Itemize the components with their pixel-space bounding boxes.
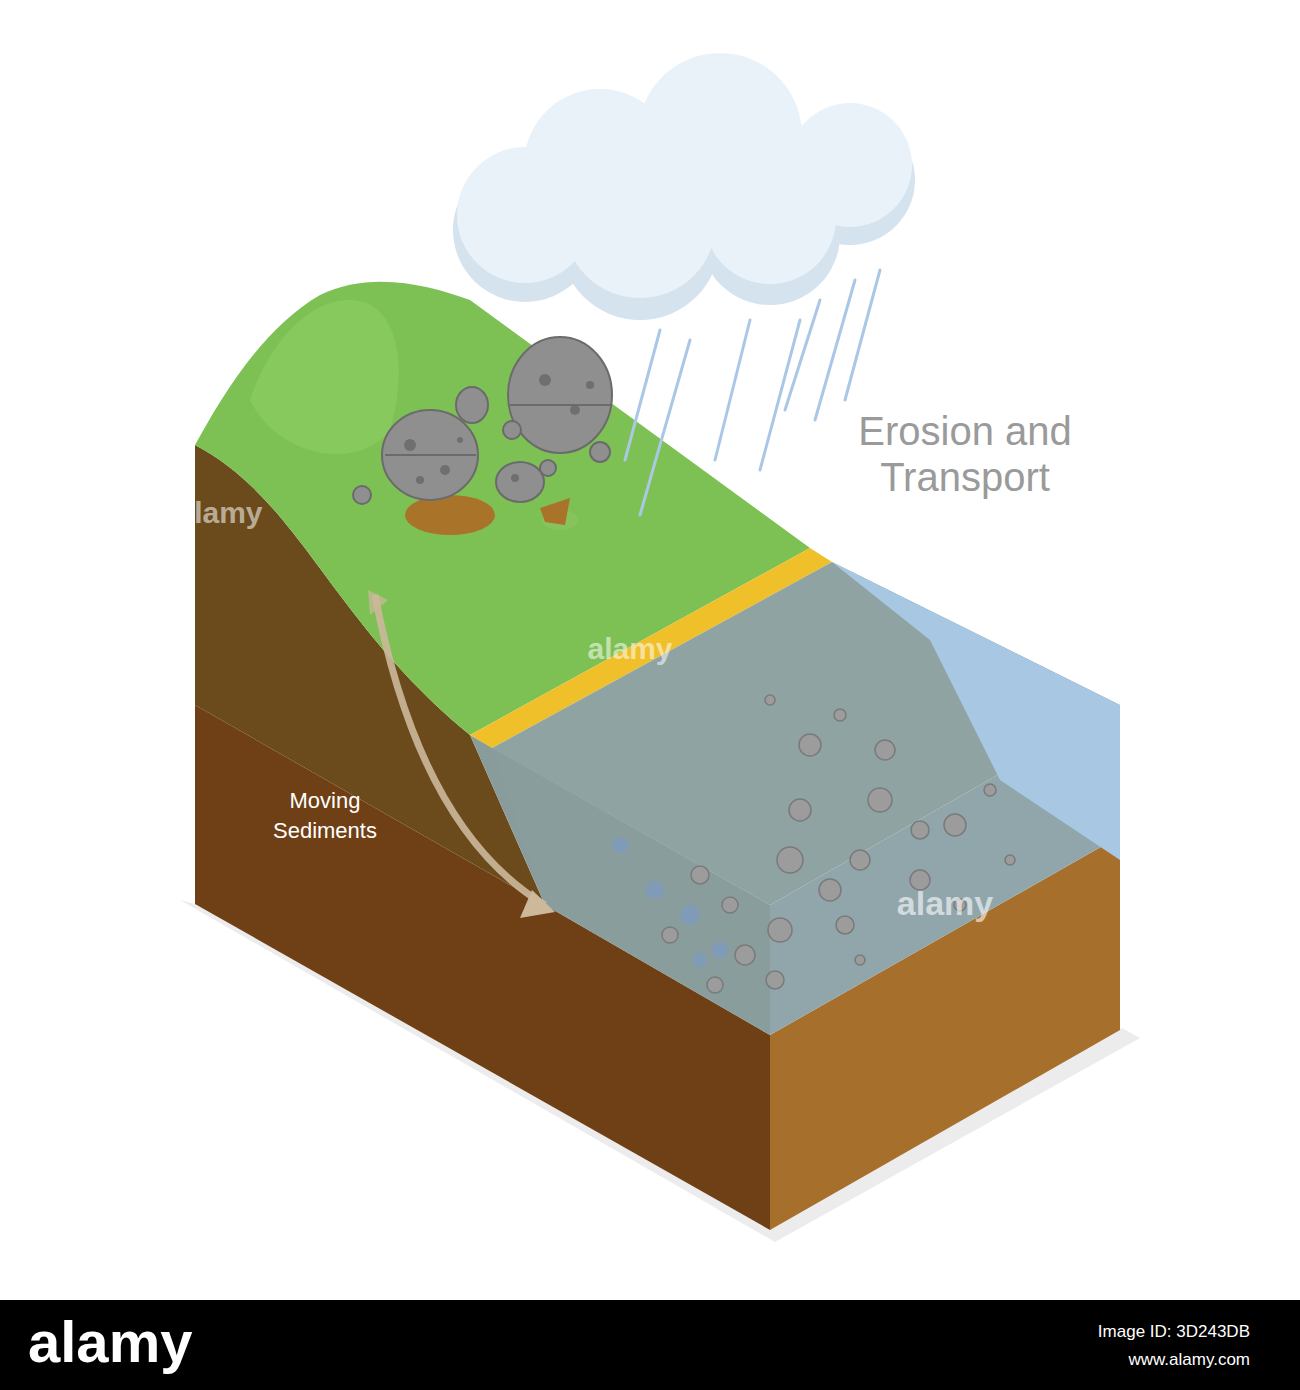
submerged-rocks xyxy=(612,837,728,967)
footer-bar xyxy=(0,1300,1300,1390)
watermark: alamy xyxy=(570,632,690,665)
arrow-label: Moving Sediments xyxy=(235,786,415,845)
boulder-seam xyxy=(385,454,476,456)
right-soil-face xyxy=(770,836,1120,1230)
footer-logo: alamy xyxy=(28,1310,268,1374)
arrow-tail xyxy=(368,590,388,615)
rain-cloud xyxy=(453,53,915,320)
hill-highlight xyxy=(250,300,399,454)
arrow-head xyxy=(520,890,555,918)
bare-soil-patch xyxy=(405,495,495,535)
watermark: alamy xyxy=(160,496,280,529)
water-overlay xyxy=(492,748,770,1035)
deep-water xyxy=(832,562,1120,860)
boulders xyxy=(353,337,612,504)
diagram-title: Erosion and Transport xyxy=(810,408,1120,500)
sediment-rocks xyxy=(662,695,1015,993)
boulder-pits xyxy=(404,374,594,484)
sediment-arrow xyxy=(375,595,545,905)
source-url: www.alamy.com xyxy=(900,1350,1250,1370)
image-id: Image ID: 3D243DB xyxy=(900,1322,1250,1342)
watermark: alamy xyxy=(880,885,1010,922)
bare-soil-patch xyxy=(540,498,570,525)
boulder-seam xyxy=(510,404,612,406)
